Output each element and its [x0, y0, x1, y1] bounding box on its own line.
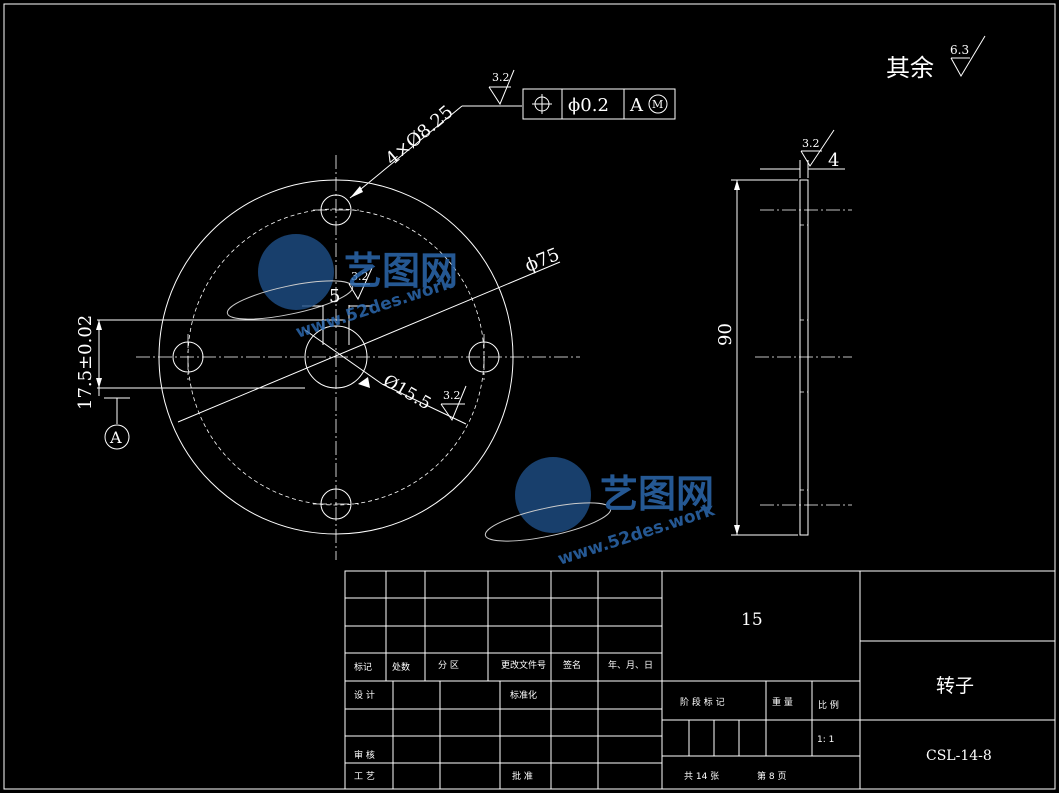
label-review: 审 核: [354, 749, 375, 761]
label-weight: 重 量: [772, 696, 793, 708]
label-design: 设 计: [354, 689, 375, 701]
title-block: [344, 570, 1056, 790]
datum-symbol: [104, 424, 130, 450]
thickness-dimension: 4: [828, 150, 839, 171]
roughness-rest-value: 6.3: [950, 43, 969, 57]
pcd-dimension: ϕ75: [522, 244, 562, 277]
tolerance-value: ϕ0.2: [568, 95, 609, 116]
key-roughness: 3.2: [351, 270, 369, 283]
thickness-roughness: 3.2: [802, 137, 820, 150]
label-approve: 批 准: [512, 770, 533, 782]
tolerance-datum: A: [629, 95, 644, 116]
drawing-frame: [3, 3, 1056, 790]
height-dimension: 17.5±0.02: [75, 315, 96, 410]
bore-roughness: 3.2: [443, 389, 461, 402]
watermark-brand: 艺图网: [344, 249, 458, 293]
hole-roughness: 3.2: [492, 71, 510, 84]
label-date: 年、月、日: [608, 659, 653, 671]
watermark-1: 艺图网 www.52des.work: [226, 234, 458, 343]
tolerance-frame: [522, 88, 676, 120]
roughness-rest-prefix: 其余: [886, 54, 934, 82]
quantity-value: 15: [741, 610, 763, 630]
front-view: [136, 155, 580, 560]
label-signature: 签名: [563, 659, 581, 671]
scale-value: 1: 1: [817, 735, 834, 745]
label-ratio: 比 例: [818, 699, 839, 711]
hole-callout: 4×Ø8.25: [382, 101, 458, 169]
key-dimension: 5: [329, 286, 340, 307]
label-stage-mark: 阶 段 标 记: [680, 696, 725, 708]
datum-label: A: [109, 428, 122, 447]
label-mark: 标记: [354, 661, 372, 673]
watermark-globe-icon: [258, 234, 334, 310]
label-zone: 分 区: [438, 660, 459, 671]
drawing-number: CSL-14-8: [926, 748, 992, 764]
side-view: [755, 179, 852, 536]
watermark-2: 艺图网 www.52des.work: [484, 457, 718, 570]
part-name: 转子: [936, 675, 974, 697]
roughness-rest-symbol: [950, 35, 986, 77]
label-count: 处数: [392, 661, 410, 673]
label-standardize: 标准化: [510, 689, 537, 701]
watermark-brand: 艺图网: [600, 472, 714, 516]
bore-dimension: Ø15.5: [380, 371, 435, 414]
watermark-globe-icon: [515, 457, 591, 533]
label-total-sheets: 共 14 张: [684, 771, 719, 782]
tolerance-modifier: M: [652, 98, 663, 111]
label-process: 工 艺: [354, 771, 375, 782]
side-height-dimension: 90: [715, 323, 736, 346]
label-change-doc: 更改文件号: [501, 659, 546, 671]
label-sheet-no: 第 8 页: [757, 770, 786, 782]
